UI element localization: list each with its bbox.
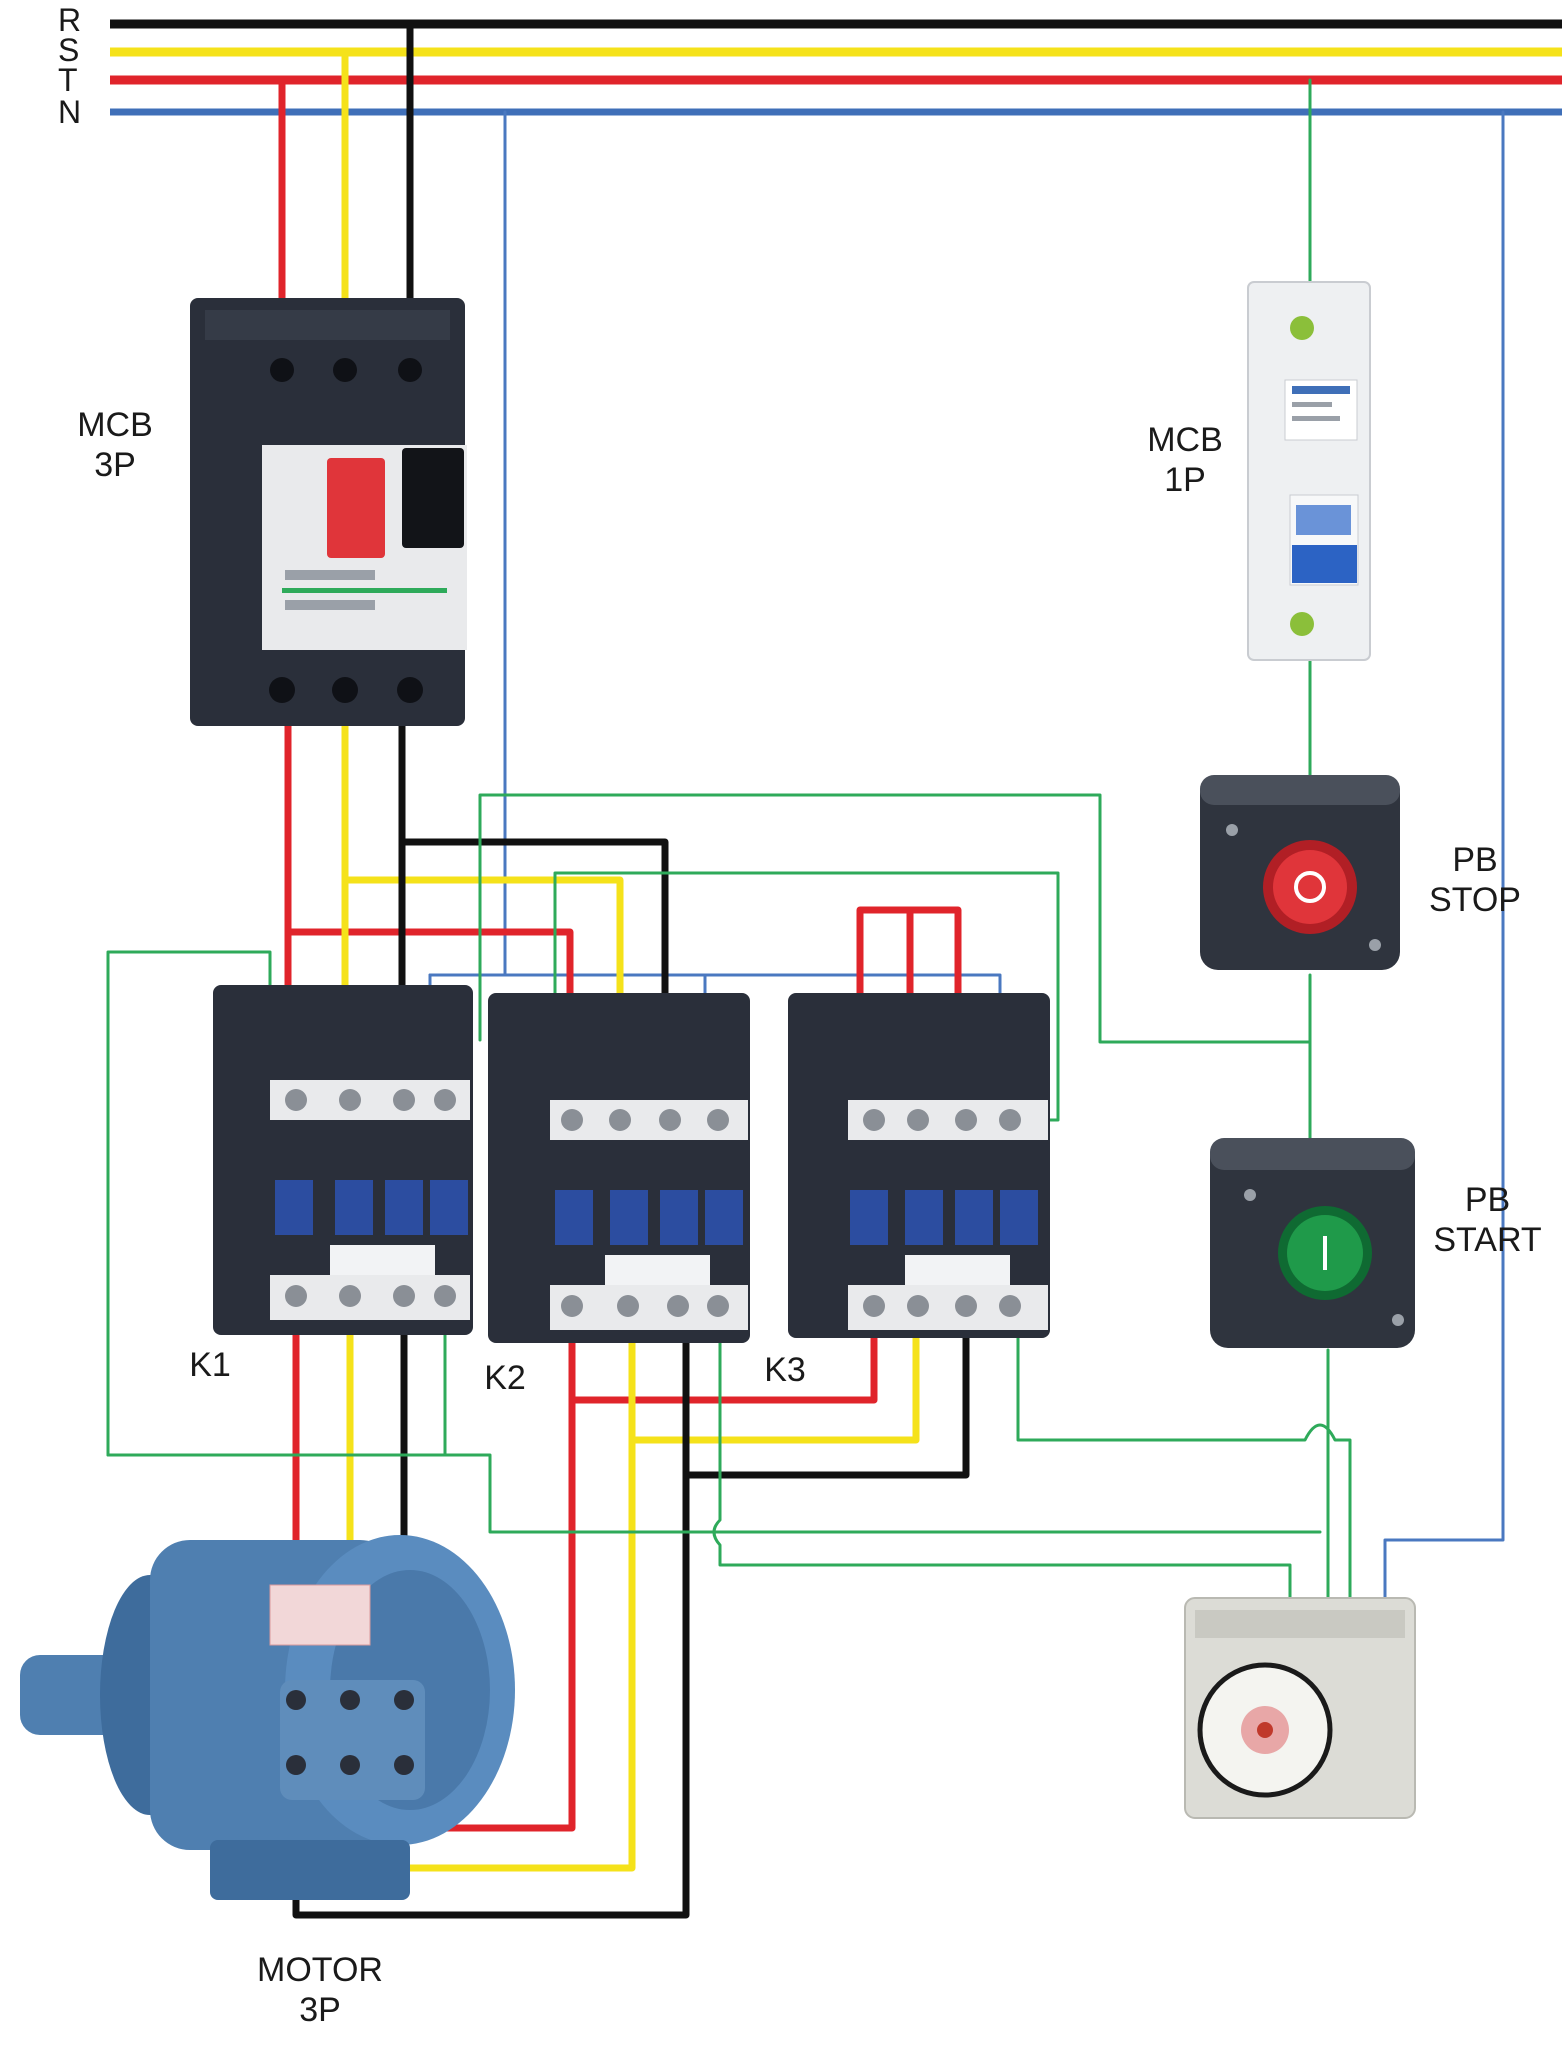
wire-green-k2-timer	[712, 1328, 1292, 1602]
label-pb-start-line2: START	[1433, 1221, 1542, 1259]
label-mcb-1p-line1: MCB	[1147, 421, 1223, 459]
label-mcb-1p-line2: 1P	[1164, 461, 1206, 499]
label-pb-stop: PB STOP	[1410, 840, 1540, 920]
label-mcb-1p: MCB 1P	[1130, 420, 1240, 500]
label-k1: K1	[189, 1346, 231, 1384]
bus-label-t: T	[58, 62, 78, 98]
label-motor-3p-line2: 3P	[299, 1991, 341, 2029]
wire-black-k2-k3	[682, 1326, 970, 1479]
label-mcb-3p-line1: MCB	[77, 406, 153, 444]
label-pb-stop-line1: PB	[1452, 841, 1498, 879]
bus-label-s: S	[58, 32, 80, 68]
stop-symbol-icon	[1294, 871, 1326, 903]
label-pb-start: PB START	[1415, 1180, 1560, 1260]
label-mcb-3p: MCB 3P	[60, 405, 170, 485]
mcb-3p-breaker	[190, 298, 467, 726]
label-k2: K2	[484, 1359, 526, 1397]
bus-lines	[110, 19, 1562, 116]
label-pb-start-line1: PB	[1464, 1181, 1511, 1219]
label-pb-stop-line2: STOP	[1429, 881, 1521, 919]
pb-stop-station	[1200, 775, 1400, 970]
wire-blue-neutral-right	[1383, 110, 1505, 1602]
contactor-k3	[788, 993, 1050, 1338]
wire-yellow-k2-k3	[628, 1326, 920, 1444]
label-mcb-3p-line2: 3P	[94, 446, 136, 484]
wire-red-k2-k3	[568, 1326, 878, 1404]
motor-3p	[20, 1535, 515, 1900]
mcb-1p-breaker	[1247, 281, 1371, 661]
wire-green-stop-loop	[478, 793, 1312, 1044]
label-motor-3p: MOTOR 3P	[240, 1950, 400, 2030]
label-k3: K3	[764, 1351, 806, 1389]
bus-label-n: N	[58, 94, 82, 130]
label-motor-3p-line1: MOTOR	[257, 1951, 383, 1989]
contactor-k2	[488, 993, 750, 1343]
contactor-k1	[213, 985, 473, 1335]
wire-green-k1-k3-coil	[443, 1453, 1322, 1534]
wire-green-k1-aux-bottom	[106, 1318, 447, 1457]
wire-green-k3-aux	[1016, 1328, 1352, 1602]
timer-relay	[1184, 1597, 1416, 1819]
stop-button[interactable]	[1273, 850, 1347, 924]
pb-start-station	[1210, 1138, 1415, 1348]
bus-label-r: R	[58, 2, 82, 38]
